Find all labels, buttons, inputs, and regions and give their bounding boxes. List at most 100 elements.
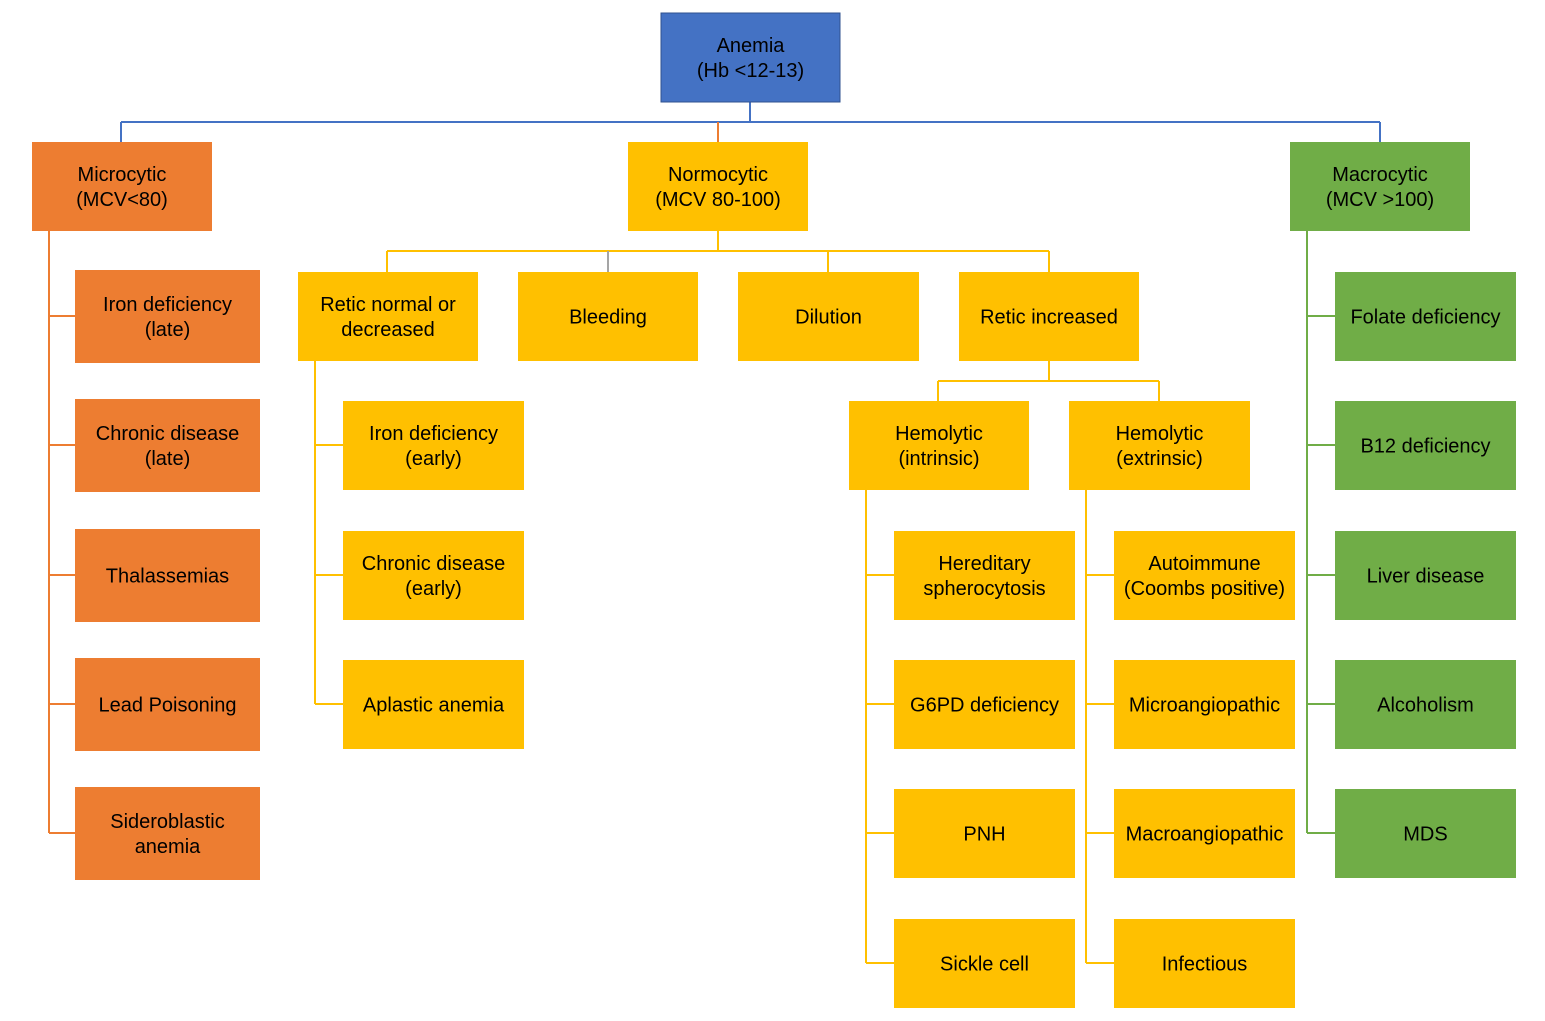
macrocytic-header-box: Macrocytic (MCV >100) bbox=[1290, 142, 1470, 231]
macrocytic-item-4-shape bbox=[1335, 660, 1516, 749]
extrinsic-item-3-shape bbox=[1114, 789, 1295, 878]
retic-high-box: Retic increased bbox=[959, 272, 1139, 361]
intrinsic-item-2-label: G6PD deficiency bbox=[910, 695, 1059, 717]
extrinsic-item-4: Infectious bbox=[1114, 919, 1295, 1008]
root-anemia-box-label: (Hb <12-13) bbox=[697, 60, 804, 82]
intrinsic-item-4: Sickle cell bbox=[894, 919, 1075, 1008]
dilution-box: Dilution bbox=[738, 272, 919, 361]
microcytic-item-3-shape bbox=[75, 529, 260, 622]
microcytic-item-5-label: Sideroblastic bbox=[110, 811, 225, 833]
macrocytic-header-box-label: (MCV >100) bbox=[1326, 189, 1434, 211]
hemolytic-extrinsic-box-label: (extrinsic) bbox=[1116, 448, 1203, 470]
connector-lines bbox=[48, 102, 1381, 964]
macrocytic-item-2-shape bbox=[1335, 401, 1516, 490]
bleeding-box: Bleeding bbox=[518, 272, 698, 361]
intrinsic-item-1-label: Hereditary bbox=[938, 553, 1030, 575]
microcytic-item-2: Chronic disease(late) bbox=[75, 399, 260, 492]
retic-low-item-1-label: (early) bbox=[405, 448, 462, 470]
retic-low-box-label: decreased bbox=[341, 319, 434, 341]
microcytic-item-5-label: anemia bbox=[135, 836, 201, 858]
hemolytic-intrinsic-box-label: (intrinsic) bbox=[898, 448, 979, 470]
microcytic-item-5: Sideroblastic anemia bbox=[75, 787, 260, 880]
intrinsic-item-3-label: PNH bbox=[963, 824, 1005, 846]
extrinsic-item-2-shape bbox=[1114, 660, 1295, 749]
microcytic-item-1-label: Iron deficiency bbox=[103, 294, 232, 316]
hemolytic-extrinsic-box-shape bbox=[1069, 401, 1250, 490]
macrocytic-item-5: MDS bbox=[1335, 789, 1516, 878]
intrinsic-item-2-shape bbox=[894, 660, 1075, 749]
bleeding-box-shape bbox=[518, 272, 698, 361]
macrocytic-item-2-label: B12 deficiency bbox=[1360, 436, 1490, 458]
macrocytic-item-3: Liver disease bbox=[1335, 531, 1516, 620]
microcytic-item-3-label: Thalassemias bbox=[106, 566, 229, 588]
microcytic-item-1-label: (late) bbox=[145, 319, 191, 341]
macrocytic-item-3-shape bbox=[1335, 531, 1516, 620]
macrocytic-item-3-label: Liver disease bbox=[1367, 566, 1485, 588]
dilution-box-shape bbox=[738, 272, 919, 361]
retic-high-box-label: Retic increased bbox=[980, 307, 1118, 329]
retic-low-item-3-label: Aplastic anemia bbox=[363, 695, 505, 717]
extrinsic-item-1-label: (Coombs positive) bbox=[1124, 578, 1285, 600]
hemolytic-extrinsic-box: Hemolytic (extrinsic) bbox=[1069, 401, 1250, 490]
hemolytic-intrinsic-box-label: Hemolytic bbox=[895, 423, 983, 445]
microcytic-header-box: Microcytic (MCV<80) bbox=[32, 142, 212, 231]
retic-low-item-2-shape bbox=[343, 531, 524, 620]
macrocytic-item-5-label: MDS bbox=[1403, 824, 1447, 846]
intrinsic-item-2: G6PD deficiency bbox=[894, 660, 1075, 749]
microcytic-item-4: Lead Poisoning bbox=[75, 658, 260, 751]
retic-low-box: Retic normal or decreased bbox=[298, 272, 478, 361]
retic-low-item-2-label: (early) bbox=[405, 578, 462, 600]
microcytic-item-1: Iron deficiency (late) bbox=[75, 270, 260, 363]
macrocytic-item-5-shape bbox=[1335, 789, 1516, 878]
intrinsic-item-1: Hereditary spherocytosis bbox=[894, 531, 1075, 620]
intrinsic-item-4-label: Sickle cell bbox=[940, 954, 1029, 976]
retic-low-item-3-shape bbox=[343, 660, 524, 749]
normocytic-header-box-shape bbox=[628, 142, 808, 231]
retic-high-box-shape bbox=[959, 272, 1139, 361]
hemolytic-intrinsic-box: Hemolytic (intrinsic) bbox=[849, 401, 1029, 490]
root-anemia-box-label: Anemia bbox=[717, 35, 786, 57]
microcytic-item-5-shape bbox=[75, 787, 260, 880]
microcytic-item-4-label: Lead Poisoning bbox=[99, 695, 237, 717]
retic-low-item-3: Aplastic anemia bbox=[343, 660, 524, 749]
hemolytic-extrinsic-box-label: Hemolytic bbox=[1116, 423, 1204, 445]
intrinsic-item-1-shape bbox=[894, 531, 1075, 620]
extrinsic-item-4-shape bbox=[1114, 919, 1295, 1008]
retic-low-item-2: Chronic disease (early) bbox=[343, 531, 524, 620]
microcytic-header-box-label: (MCV<80) bbox=[76, 189, 168, 211]
bleeding-box-label: Bleeding bbox=[569, 307, 647, 329]
microcytic-item-1-shape bbox=[75, 270, 260, 363]
extrinsic-item-1-shape bbox=[1114, 531, 1295, 620]
root-anemia-box-shape bbox=[660, 12, 841, 103]
intrinsic-item-3-shape bbox=[894, 789, 1075, 878]
extrinsic-item-4-label: Infectious bbox=[1162, 954, 1248, 976]
extrinsic-item-3-label: Macroangiopathic bbox=[1126, 824, 1284, 846]
macrocytic-item-1-label: Folate deficiency bbox=[1350, 307, 1500, 329]
hemolytic-intrinsic-box-shape bbox=[849, 401, 1029, 490]
microcytic-item-2-label: (late) bbox=[145, 448, 191, 470]
extrinsic-item-2-label: Microangiopathic bbox=[1129, 695, 1280, 717]
macrocytic-item-4-label: Alcoholism bbox=[1377, 695, 1474, 717]
diagram-boxes: Anemia (Hb <12-13) Microcytic (MCV<80) Normo… bbox=[32, 12, 1516, 1008]
normocytic-header-box-label: (MCV 80-100) bbox=[655, 189, 781, 211]
normocytic-header-box-label: Normocytic bbox=[668, 164, 768, 186]
extrinsic-item-1: Autoimmune (Coombs positive) bbox=[1114, 531, 1295, 620]
intrinsic-item-3: PNH bbox=[894, 789, 1075, 878]
macrocytic-header-box-label: Macrocytic bbox=[1332, 164, 1428, 186]
macrocytic-item-4: Alcoholism bbox=[1335, 660, 1516, 749]
macrocytic-item-1: Folate deficiency bbox=[1335, 272, 1516, 361]
retic-low-box-shape bbox=[298, 272, 478, 361]
macrocytic-item-2: B12 deficiency bbox=[1335, 401, 1516, 490]
intrinsic-item-1-label: spherocytosis bbox=[923, 578, 1045, 600]
intrinsic-item-4-shape bbox=[894, 919, 1075, 1008]
microcytic-item-4-shape bbox=[75, 658, 260, 751]
retic-low-item-2-label: Chronic disease bbox=[362, 553, 505, 575]
retic-low-item-1-label: Iron deficiency bbox=[369, 423, 498, 445]
retic-low-item-1: Iron deficiency (early) bbox=[343, 401, 524, 490]
extrinsic-item-1-label: Autoimmune bbox=[1148, 553, 1260, 575]
retic-low-box-label: Retic normal or bbox=[320, 294, 456, 316]
microcytic-header-box-label: Microcytic bbox=[78, 164, 167, 186]
retic-low-item-1-shape bbox=[343, 401, 524, 490]
macrocytic-item-1-shape bbox=[1335, 272, 1516, 361]
